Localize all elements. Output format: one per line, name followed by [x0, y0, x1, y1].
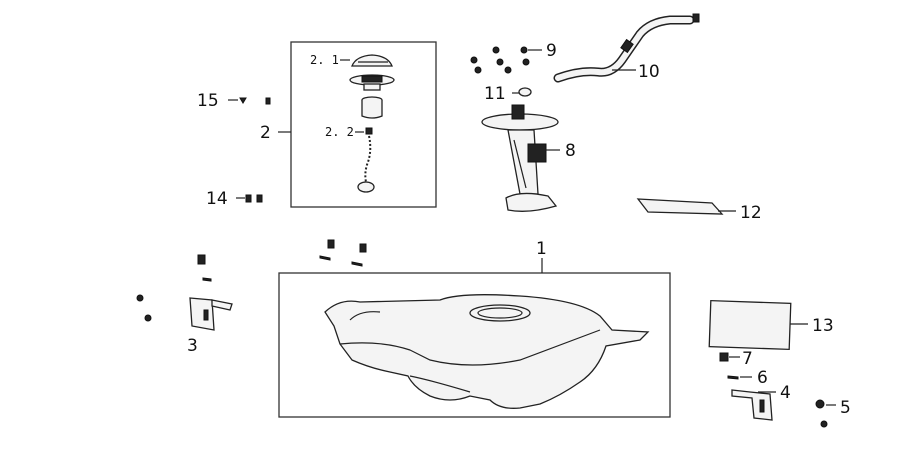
bolt-14-part — [245, 194, 263, 203]
bracket-4-part — [719, 352, 828, 428]
callout-12: 12 — [740, 203, 762, 223]
bolt-15-part — [239, 97, 271, 105]
callout-7: 7 — [742, 349, 753, 369]
callout-4: 4 — [780, 383, 791, 403]
callout-11: 11 — [484, 84, 506, 104]
bracket-3-part — [136, 254, 233, 331]
callout-13: 13 — [812, 316, 834, 336]
fuel-hose-part — [553, 13, 700, 83]
callout-2: 2 — [260, 123, 271, 143]
callout-3: 3 — [187, 336, 198, 356]
fuel-pump-part — [481, 104, 559, 212]
pad-12-part — [636, 198, 724, 215]
filter-cup-part — [361, 96, 383, 119]
callout-14: 14 — [206, 189, 228, 209]
tank-mount-bolts-part — [319, 239, 367, 267]
nuts-9-part — [470, 46, 530, 74]
callout-6: 6 — [757, 368, 768, 388]
fuel-cap-part — [351, 54, 393, 67]
callout-2-2: 2. 2 — [325, 125, 354, 139]
callout-2-1: 2. 1 — [310, 53, 339, 67]
cap-strap-part — [357, 127, 375, 193]
callout-10: 10 — [638, 62, 660, 82]
callout-5: 5 — [840, 398, 851, 418]
callout-1: 1 — [536, 239, 547, 259]
plate-13-part — [708, 299, 792, 351]
fuel-cap-base-part — [349, 74, 395, 91]
callout-8: 8 — [565, 141, 576, 161]
fuel-tank-group-box — [278, 272, 671, 418]
hose-clamp-11-part — [518, 87, 532, 97]
callout-15: 15 — [197, 91, 219, 111]
callout-9: 9 — [546, 41, 557, 61]
fuel-cap-group-box — [290, 41, 437, 208]
fuel-tank-part — [324, 294, 650, 409]
